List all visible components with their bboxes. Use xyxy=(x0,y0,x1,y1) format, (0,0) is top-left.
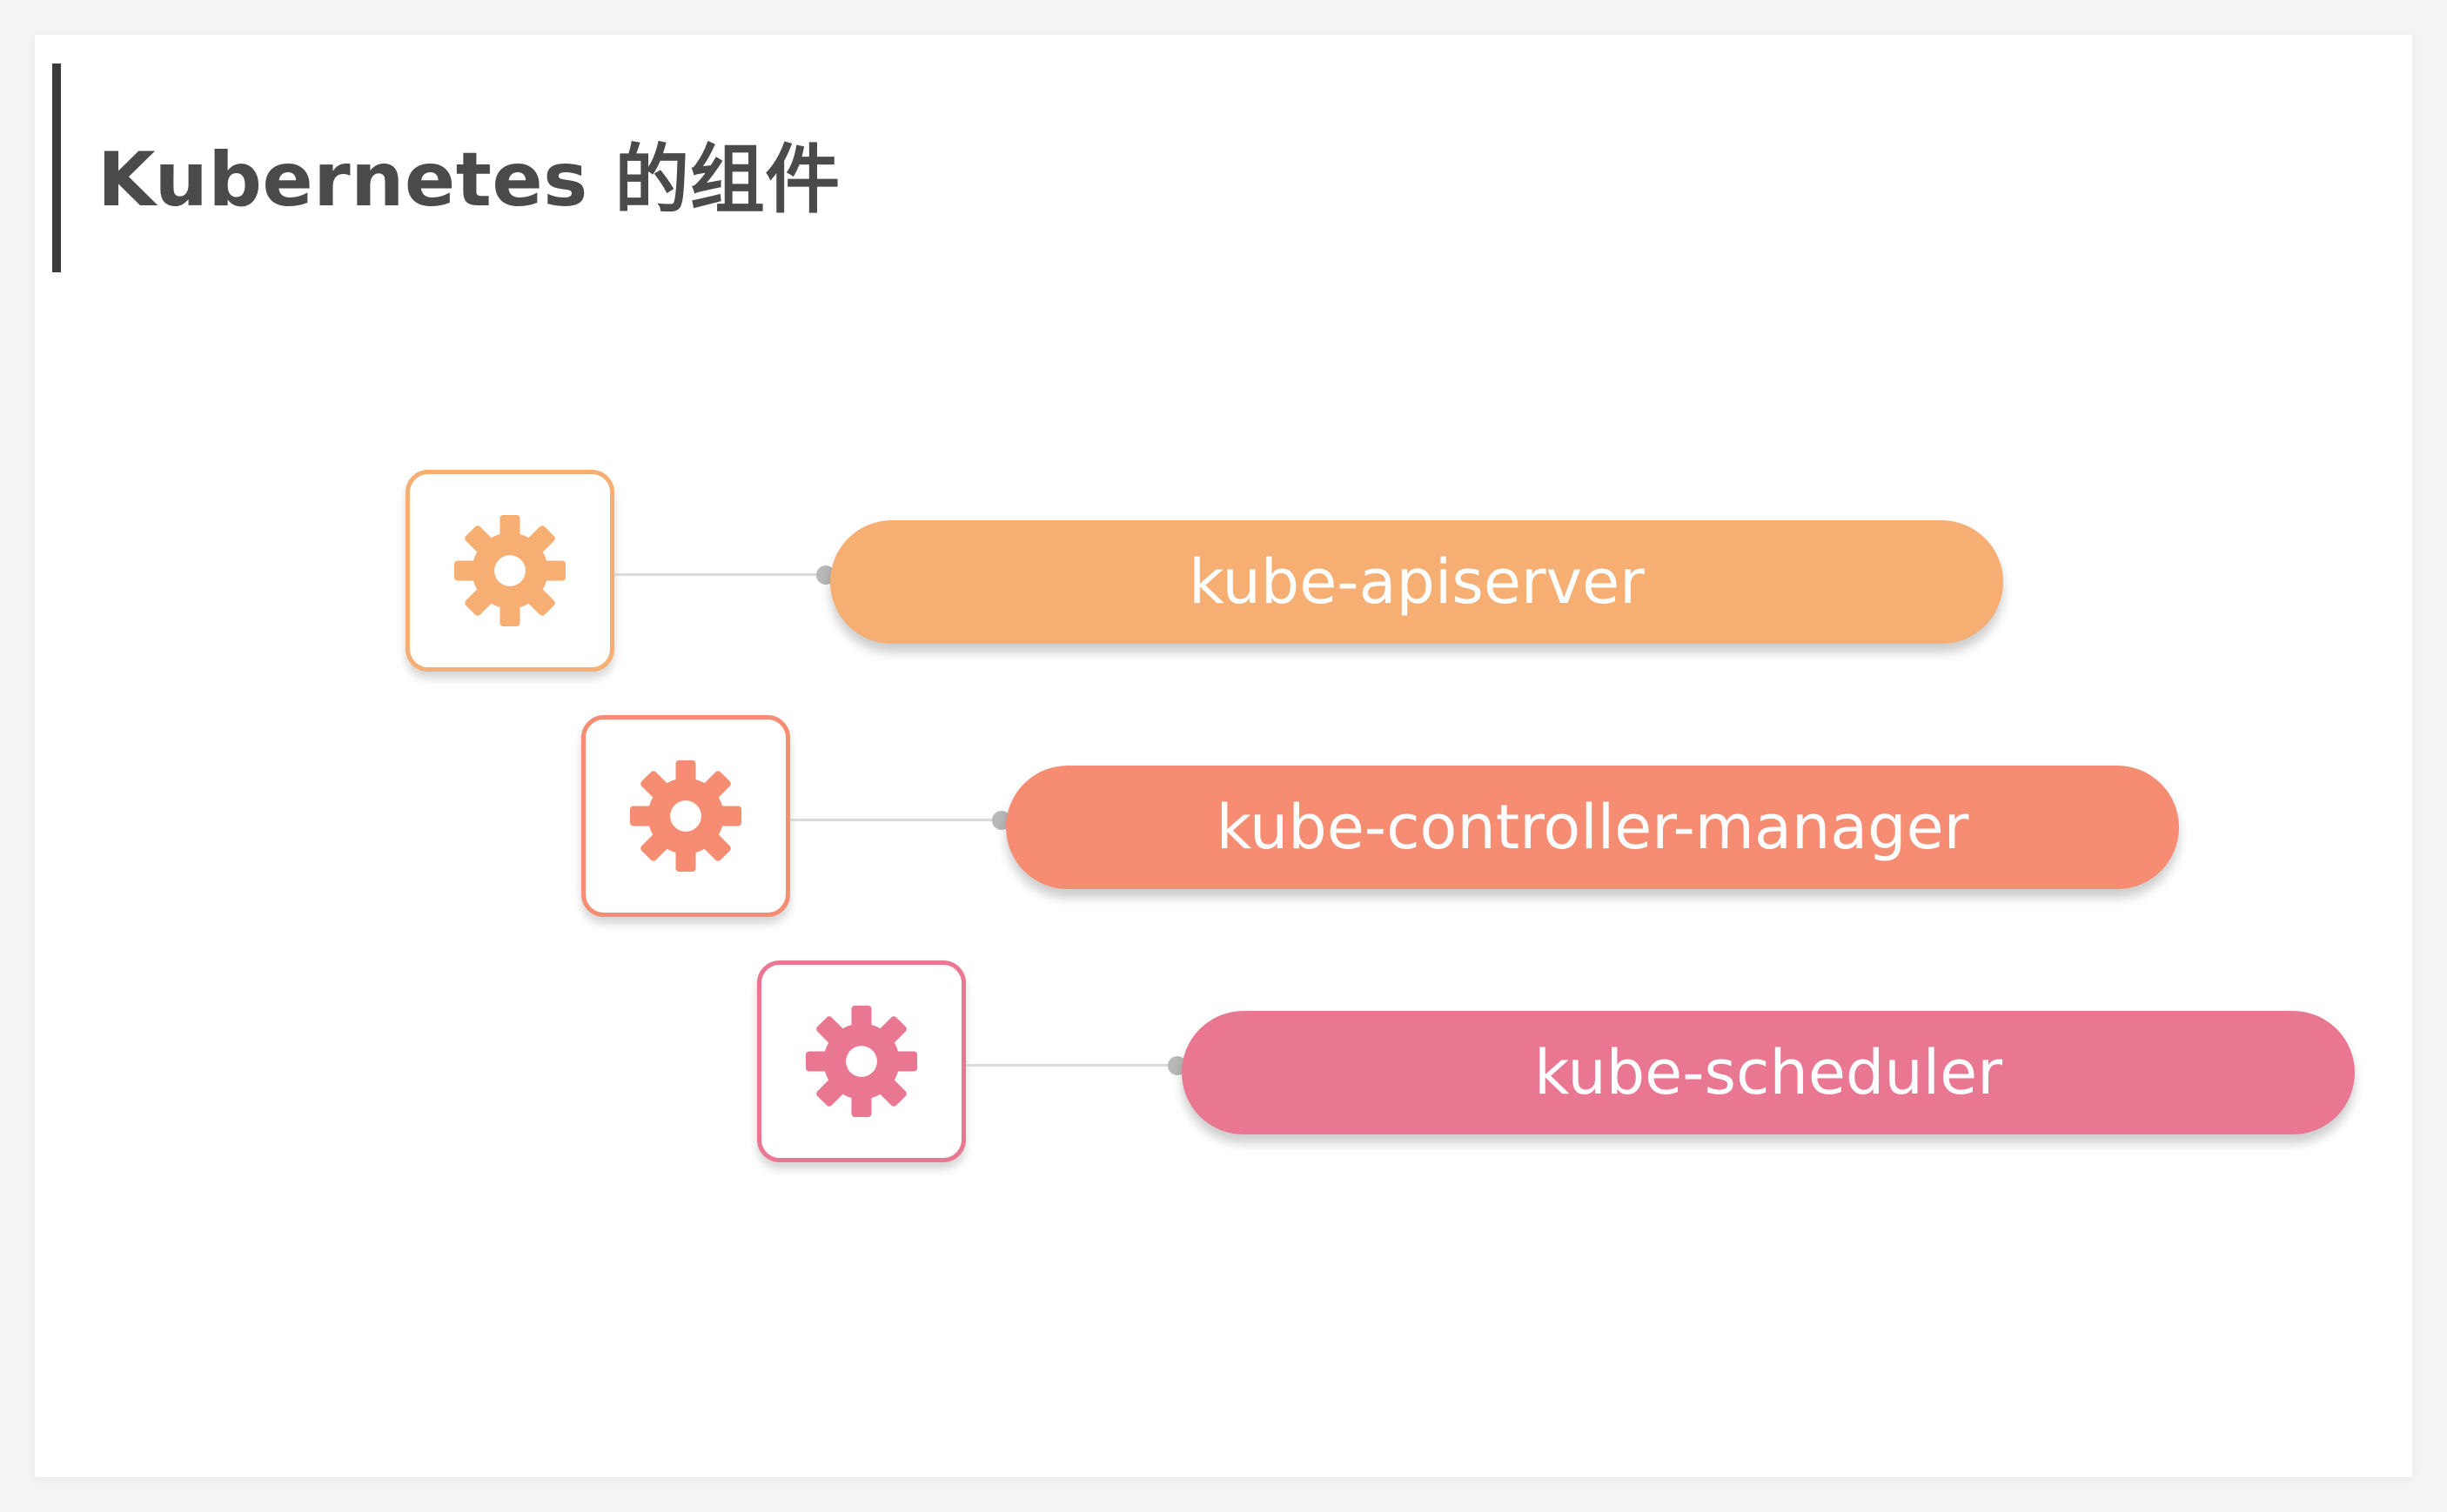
component-icon-box xyxy=(757,960,966,1162)
component-icon-box xyxy=(406,470,614,672)
component-pill: kube-scheduler xyxy=(1182,1011,2355,1134)
gear-icon xyxy=(454,515,566,626)
page-title: Kubernetes 的组件 xyxy=(97,137,841,224)
connector-line xyxy=(614,573,825,576)
component-label: kube-controller-manager xyxy=(1216,792,1969,863)
slide: Kubernetes 的组件 kube-ap xyxy=(35,35,2412,1477)
component-pill: kube-apiserver xyxy=(830,520,2003,644)
title-accent-bar xyxy=(52,64,61,272)
gear-icon xyxy=(806,1006,917,1117)
connector-line xyxy=(966,1064,1177,1067)
component-label: kube-apiserver xyxy=(1189,546,1645,618)
component-pill: kube-controller-manager xyxy=(1006,766,2179,889)
component-icon-box xyxy=(581,715,790,917)
gear-icon xyxy=(630,760,741,872)
component-label: kube-scheduler xyxy=(1534,1037,2002,1108)
connector-line xyxy=(790,819,1001,821)
